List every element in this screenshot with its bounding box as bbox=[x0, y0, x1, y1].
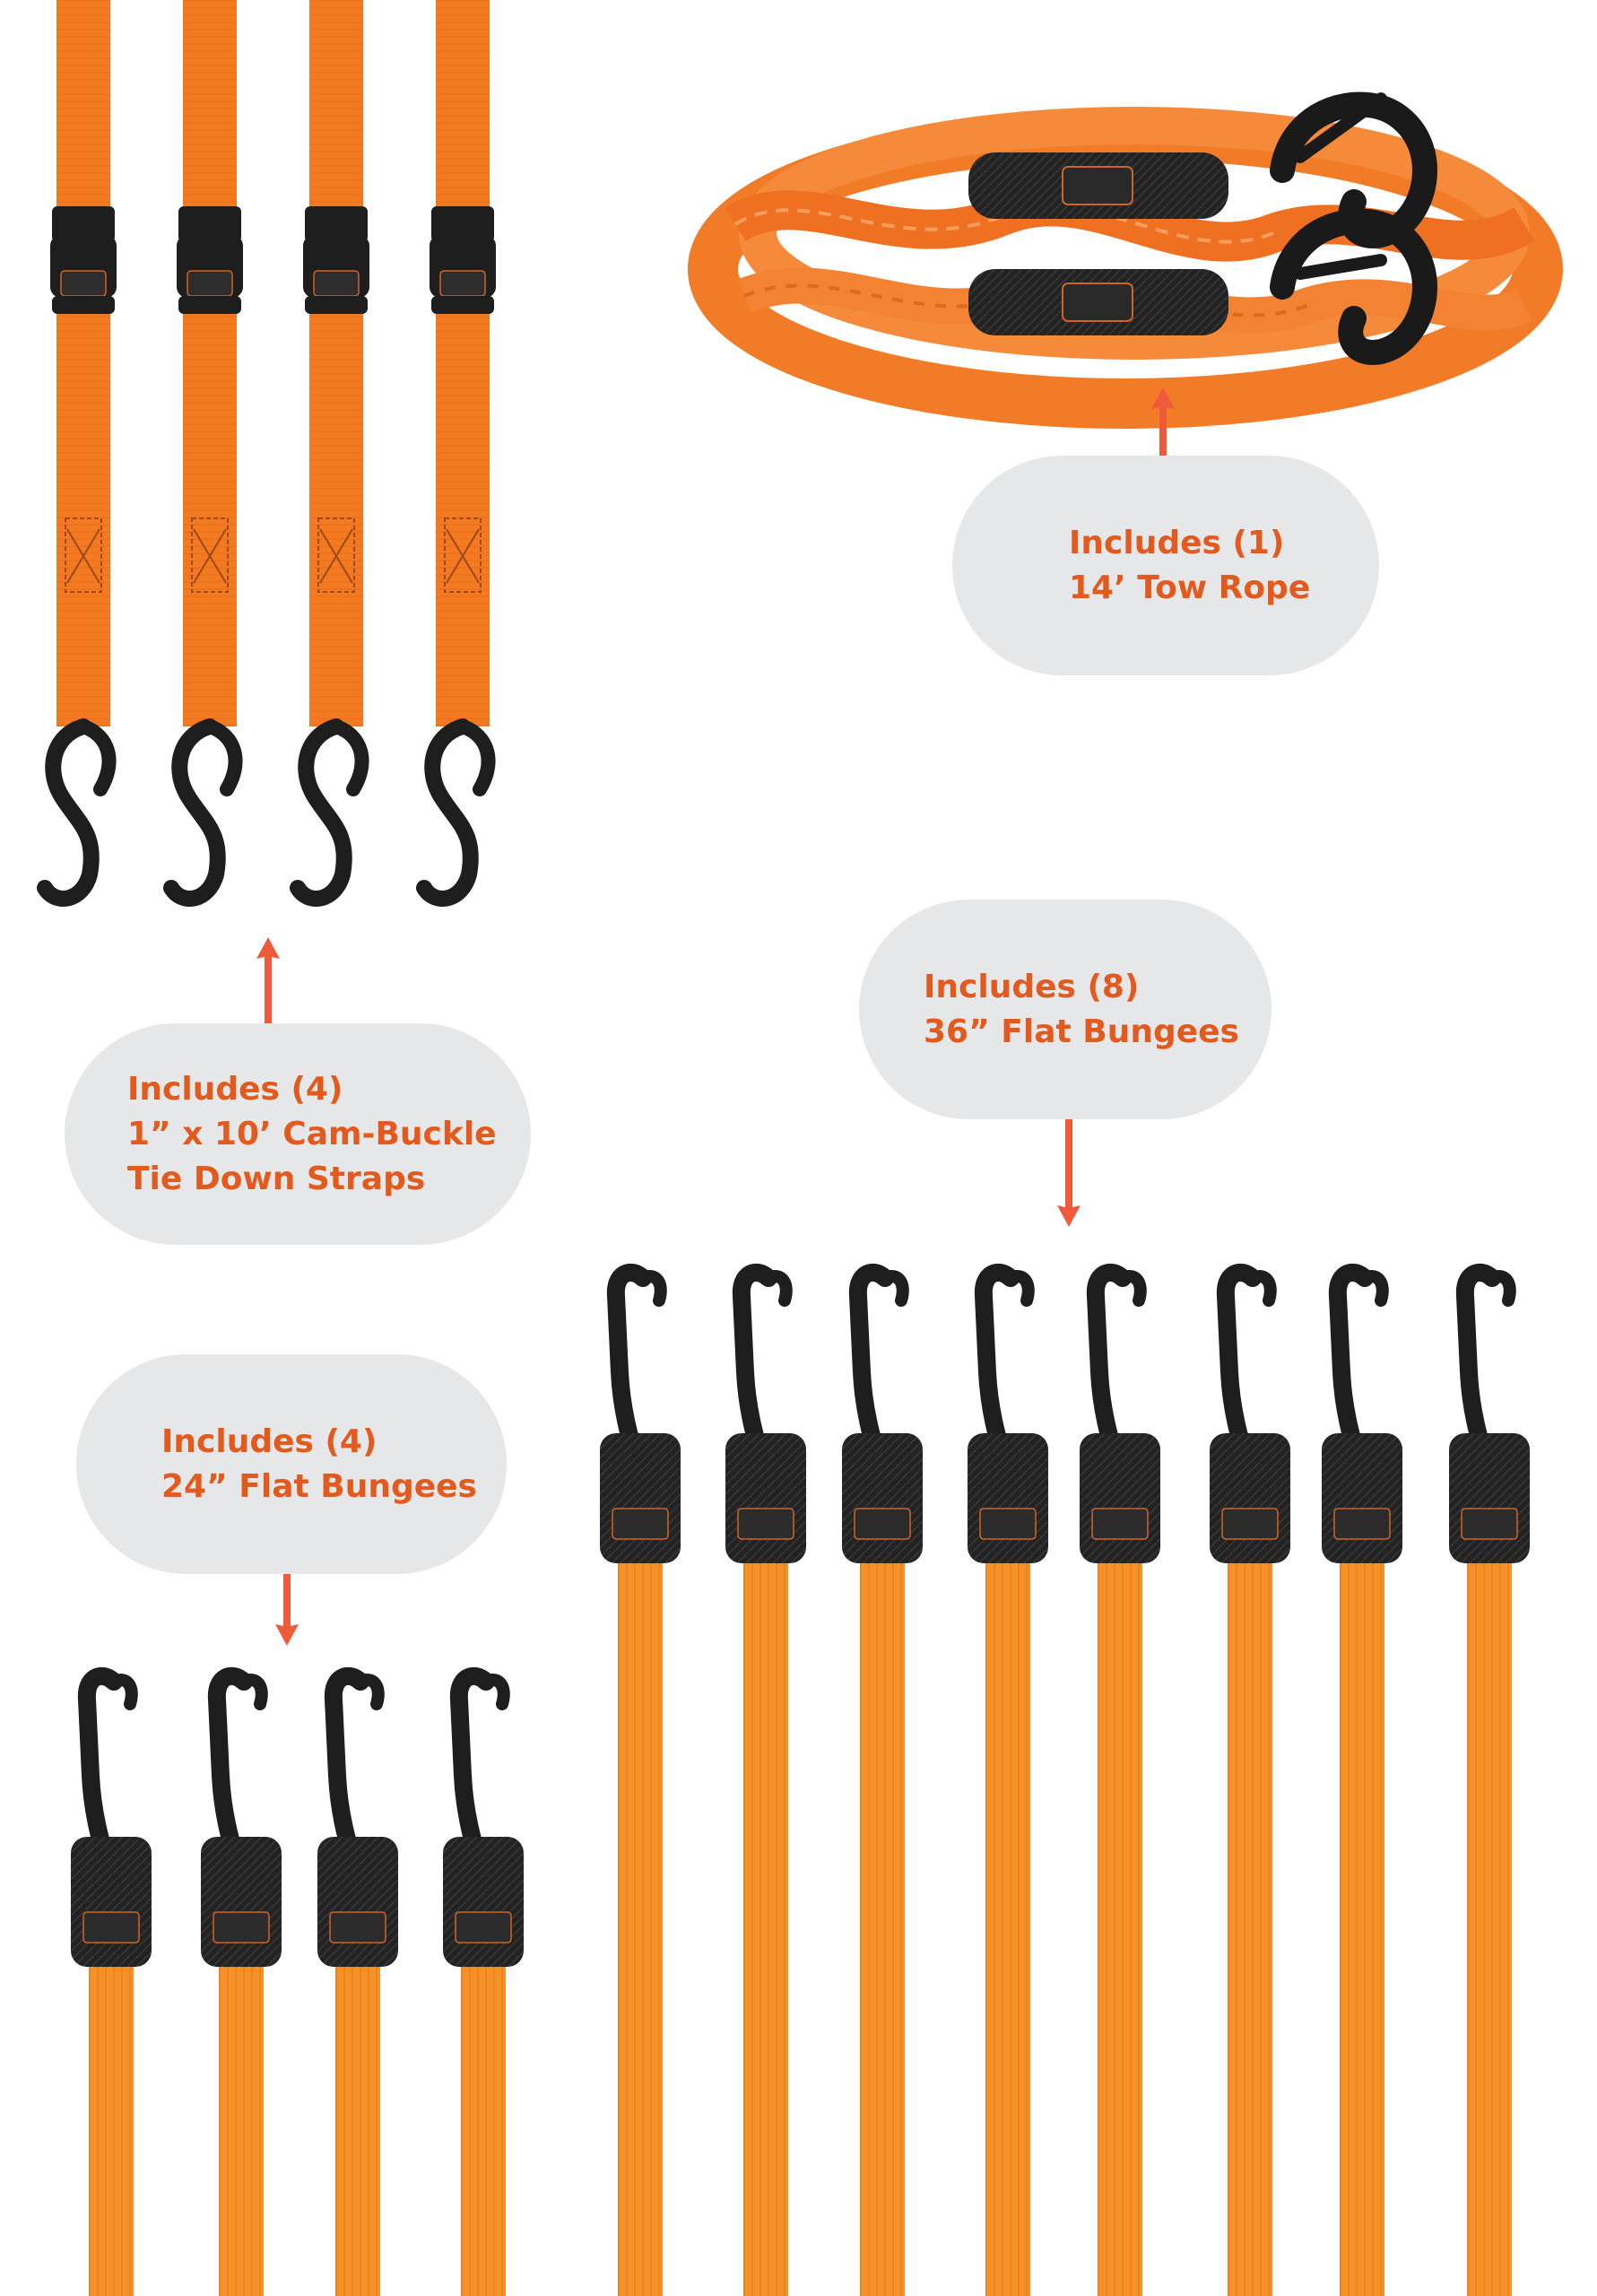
bungee bbox=[725, 1264, 806, 2296]
bungee bbox=[201, 1667, 282, 2296]
callout-bungees-24: Includes (4) 24” Flat Bungees bbox=[76, 1354, 507, 1574]
callout-line: Includes (4) bbox=[127, 1070, 343, 1108]
callout-bungees-36: Includes (8) 36” Flat Bungees bbox=[859, 900, 1272, 1119]
strap bbox=[163, 0, 243, 907]
arrow-to-bungees-24 bbox=[275, 1574, 299, 1646]
bungees-24 bbox=[71, 1667, 524, 2296]
strap bbox=[37, 0, 117, 907]
bungee bbox=[842, 1264, 923, 2296]
callout-line: 24” Flat Bungees bbox=[161, 1467, 477, 1505]
strap bbox=[416, 0, 496, 907]
callout-line: Tie Down Straps bbox=[127, 1160, 426, 1197]
bungee bbox=[443, 1667, 524, 2296]
bungee bbox=[1210, 1264, 1290, 2296]
callout-line: Includes (1) bbox=[1069, 524, 1285, 561]
callout-line: 1” x 10’ Cam-Buckle bbox=[127, 1115, 497, 1152]
bungee bbox=[317, 1667, 398, 2296]
callout-line: Includes (8) bbox=[924, 968, 1140, 1005]
bungee bbox=[1322, 1264, 1402, 2296]
arrow-to-bungees-36 bbox=[1057, 1119, 1081, 1227]
callout-straps: Includes (4) 1” x 10’ Cam-Buckle Tie Dow… bbox=[65, 1023, 531, 1245]
bungee bbox=[968, 1264, 1048, 2296]
bungee bbox=[1449, 1264, 1530, 2296]
strap bbox=[290, 0, 369, 907]
bungees-36 bbox=[600, 1264, 1530, 2296]
bungee bbox=[1080, 1264, 1160, 2296]
callout-line: Includes (4) bbox=[161, 1422, 378, 1460]
arrow-to-straps bbox=[256, 937, 280, 1023]
bungee bbox=[600, 1264, 681, 2296]
bungee bbox=[71, 1667, 152, 2296]
callout-line: 14’ Tow Rope bbox=[1069, 569, 1311, 606]
tow-rope bbox=[688, 91, 1563, 429]
callout-line: 36” Flat Bungees bbox=[924, 1013, 1239, 1050]
arrow-to-tow-rope bbox=[1151, 387, 1175, 456]
cam-buckle-straps bbox=[37, 0, 496, 907]
callout-tow-rope: Includes (1) 14’ Tow Rope bbox=[952, 456, 1379, 675]
